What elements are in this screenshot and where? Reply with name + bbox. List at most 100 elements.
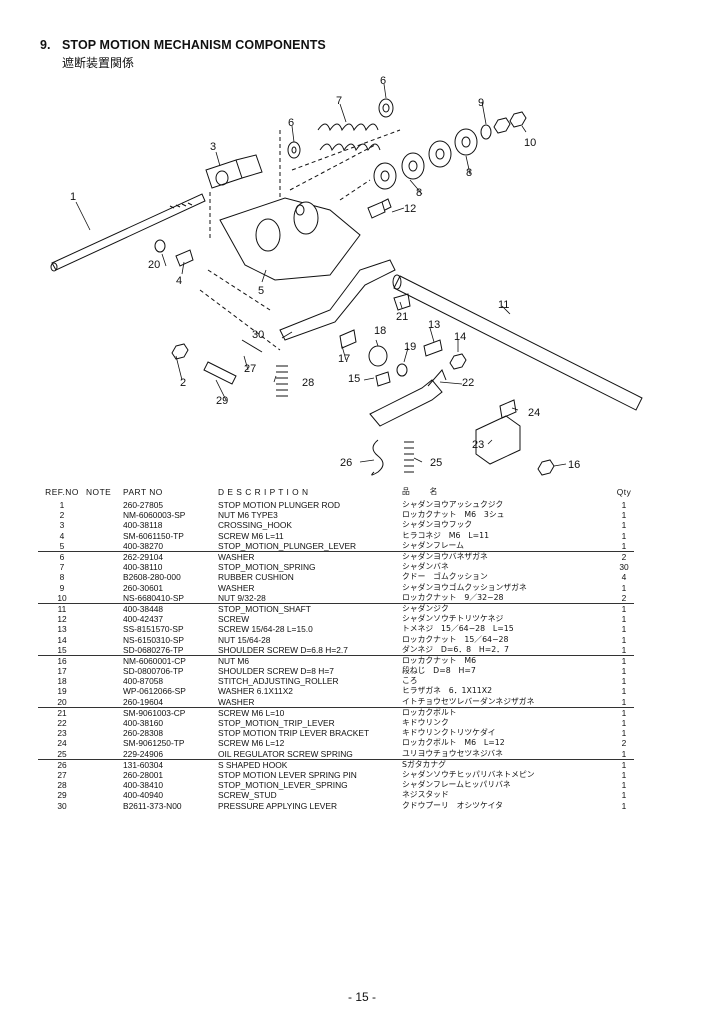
cell-name-jp: シャダンヨウゴムクッションザガネ (402, 582, 527, 592)
cell-name-jp: ころ (402, 676, 418, 686)
part-screw-24 (499, 399, 517, 419)
table-header-row: REF.NO NOTE PART NO D E S C R I P T I O … (38, 487, 634, 500)
callout-9: 9 (478, 97, 484, 109)
cell-name-jp: シャダンバネ (402, 562, 449, 572)
cell-name-jp: シャダンソウチトリツケネジ (402, 614, 504, 624)
cell-note (86, 551, 123, 562)
cell-name-jp: ロッカクナット 15／64−28 (402, 634, 509, 644)
part-plunger-lever (219, 197, 361, 281)
callout-17: 17 (338, 353, 350, 365)
cell-qty: 1 (621, 780, 627, 791)
part-washer-20 (154, 239, 166, 253)
cell-part-no: 260-30601 (123, 582, 164, 593)
cell-note (86, 780, 123, 790)
cell-part-no: 400-87058 (123, 676, 164, 687)
part-screw-13 (423, 339, 443, 357)
part-nut-10a (493, 117, 511, 134)
cell-ref: 22 (57, 718, 67, 729)
cell-name-jp: ネジスタッド (402, 790, 449, 800)
callout-19: 19 (404, 341, 416, 353)
cell-note (86, 770, 123, 780)
part-crossing-hook (205, 159, 243, 189)
cell-part-no: 400-38270 (123, 540, 218, 552)
cell-name-jp: トメネジ 15／64−28 L=15 (402, 624, 514, 634)
cell-name-jp: ヒラザガネ 6．1X11X2 (402, 686, 493, 696)
cell-part-no: SM-6061150-TP (123, 530, 184, 541)
cell-name-jp: シャダンヨウバネザガネ (402, 552, 488, 562)
cell-ref: 5 (38, 540, 86, 552)
cell-qty: 2 (621, 738, 627, 749)
cell-note (86, 696, 123, 708)
cell-ref: 23 (57, 728, 67, 739)
cell-part-no: 400-38160 (123, 718, 164, 729)
cell-note (86, 655, 123, 666)
cell-qty: 1 (621, 769, 627, 780)
cell-part-no: 229-24906 (123, 748, 218, 760)
cell-part-no: SM-9061250-TP (123, 738, 185, 749)
callout-15: 15 (348, 373, 360, 385)
cell-name-jp: シャダンフレームヒッパリバネ (402, 780, 511, 790)
callout-5: 5 (258, 285, 264, 297)
cell-name-jp: Sガタカナグ (402, 759, 446, 769)
header-ref-no: REF.NO (45, 487, 79, 497)
cell-ref: 30 (57, 800, 67, 811)
cell-description: STOP MOTION PLUNGER ROD (218, 500, 341, 511)
part-spring-pin-27 (241, 339, 263, 353)
part-screw-stud-29 (203, 361, 237, 385)
cell-note (86, 759, 123, 770)
cell-note (86, 520, 123, 530)
cell-ref: 10 (38, 592, 86, 604)
part-screw-21 (393, 293, 411, 311)
cell-note (86, 718, 123, 728)
cell-name-jp: キドウリンクトリツケダイ (402, 728, 496, 738)
page-number: - 15 - (347, 990, 376, 1004)
cell-name-jp: シャダンソウチヒッパリバネトメピン (402, 769, 535, 779)
cell-description: WASHER (218, 582, 255, 593)
callout-8b: 8 (466, 167, 472, 179)
cell-description: OIL REGULATOR SCREW SPRING (218, 748, 402, 760)
cell-note (86, 748, 123, 760)
cell-qty: 1 (621, 718, 627, 729)
cell-part-no: 260-27805 (123, 500, 164, 511)
cell-note (86, 572, 123, 582)
cell-note (86, 531, 123, 541)
cell-part-no: NM-6060003-SP (123, 510, 186, 521)
cell-note (86, 603, 123, 614)
cell-note (86, 686, 123, 696)
callout-21: 21 (396, 311, 408, 323)
cell-note (86, 614, 123, 624)
callout-4: 4 (176, 275, 182, 287)
callout-24: 24 (528, 407, 540, 419)
header-description: D E S C R I P T I O N (218, 487, 309, 497)
callout-11: 11 (498, 299, 509, 311)
cell-part-no: B2608-280-000 (123, 572, 181, 583)
cell-description: RUBBER CUSHION (218, 572, 294, 583)
cell-description: NUT 9/32-28 (218, 592, 402, 604)
cell-note (86, 634, 123, 644)
cell-note (86, 800, 123, 810)
cell-note (86, 562, 123, 572)
cell-qty: 1 (621, 686, 627, 697)
cell-ref: 11 (57, 603, 67, 614)
cell-name-jp: ロッカクボルト (402, 707, 457, 717)
cell-ref: 2 (59, 510, 65, 521)
cell-description: SCREW M6 L=12 (218, 738, 285, 749)
cell-note (86, 500, 123, 510)
part-screw-12 (367, 198, 392, 219)
cell-note (86, 592, 123, 604)
callout-7: 7 (336, 95, 342, 107)
cell-name-jp: シャダンヨウアッシュクジク (402, 500, 504, 510)
cell-description: STOP_MOTION_PLUNGER_LEVER (218, 540, 402, 552)
cell-ref: 28 (57, 780, 67, 791)
cell-description: WASHER 6.1X11X2 (218, 686, 293, 697)
part-rubber-cushion-3 (428, 140, 452, 168)
cell-note (86, 738, 123, 748)
exploded-parts-diagram: 1 2 3 4 5 6 6 7 8 8 9 10 11 12 13 14 15 … (50, 75, 643, 476)
